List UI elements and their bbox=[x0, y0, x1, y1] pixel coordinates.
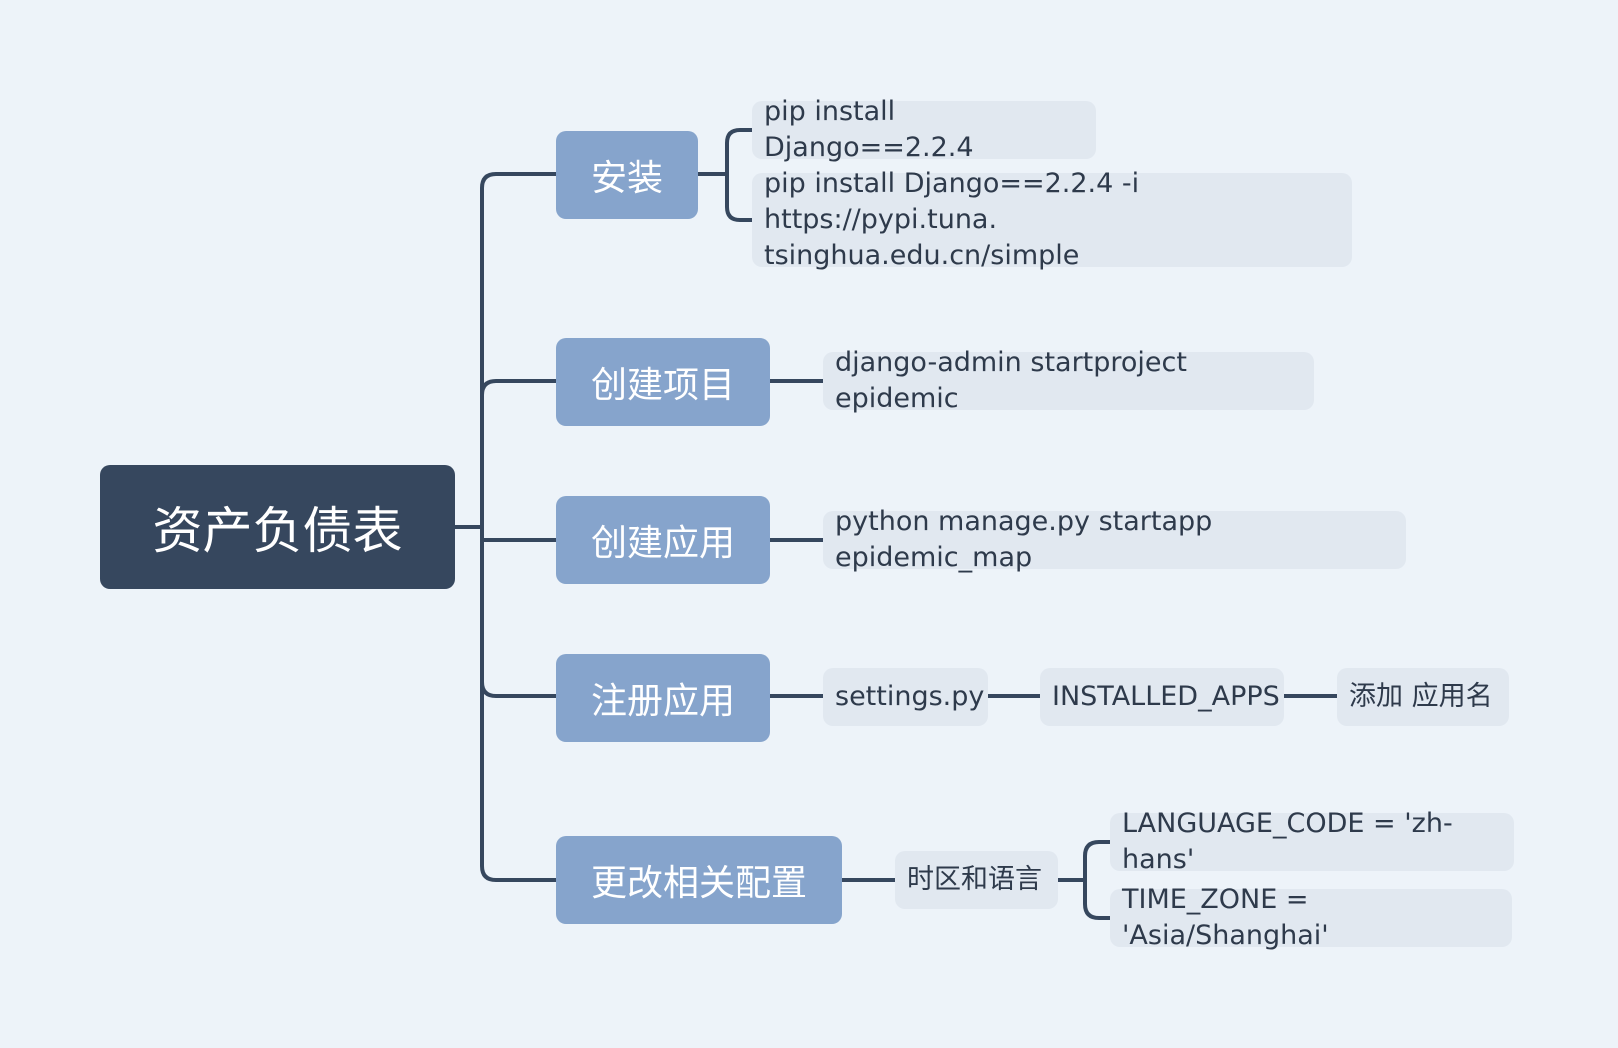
connector-config-settings bbox=[1056, 840, 1112, 920]
connector-branch-create-project bbox=[480, 379, 558, 397]
create-project-command-text: django-admin startproject epidemic bbox=[835, 347, 1187, 414]
config-timezone-language[interactable]: 时区和语言 bbox=[895, 851, 1058, 909]
install-pip-mirror[interactable]: pip install Django==2.2.4 -i https://pyp… bbox=[752, 168, 1352, 271]
install-pip-mirror-line2: tsinghua.edu.cn/simple bbox=[764, 240, 1080, 271]
branch-create-app-label: 创建应用 bbox=[590, 523, 735, 564]
register-step-add-app-text: 添加 应用名 bbox=[1349, 681, 1493, 712]
branch-install[interactable]: 安装 bbox=[556, 131, 698, 219]
config-timezone-language-text: 时区和语言 bbox=[907, 864, 1042, 895]
config-language-code[interactable]: LANGUAGE_CODE = 'zh-hans' bbox=[1110, 808, 1514, 875]
root-node[interactable]: 资产负债表 bbox=[100, 465, 455, 589]
branch-create-project[interactable]: 创建项目 bbox=[556, 338, 770, 426]
branch-create-app[interactable]: 创建应用 bbox=[556, 496, 770, 584]
config-time-zone[interactable]: TIME_ZONE = 'Asia/Shanghai' bbox=[1110, 884, 1512, 951]
branch-config-label: 更改相关配置 bbox=[590, 863, 807, 904]
config-time-zone-text: TIME_ZONE = 'Asia/Shanghai' bbox=[1122, 884, 1329, 951]
install-pip-default[interactable]: pip install Django==2.2.4 bbox=[752, 96, 1096, 163]
root-label: 资产负债表 bbox=[152, 502, 403, 560]
register-step-add-app[interactable]: 添加 应用名 bbox=[1337, 668, 1509, 726]
connector-branch-install bbox=[480, 172, 558, 529]
connector-branch-config bbox=[480, 525, 558, 882]
register-step-settings-text: settings.py bbox=[835, 681, 985, 712]
create-app-command-text: python manage.py startapp epidemic_map bbox=[835, 506, 1213, 573]
register-step-installed-apps[interactable]: INSTALLED_APPS bbox=[1040, 668, 1284, 726]
register-step-settings[interactable]: settings.py bbox=[823, 668, 988, 726]
config-language-code-text: LANGUAGE_CODE = 'zh-hans' bbox=[1122, 808, 1453, 875]
branch-install-label: 安装 bbox=[590, 158, 663, 199]
connector-branch-register-app bbox=[480, 680, 558, 698]
create-project-command[interactable]: django-admin startproject epidemic bbox=[823, 347, 1314, 414]
branch-register-app-label: 注册应用 bbox=[590, 681, 735, 722]
install-pip-mirror-line1: pip install Django==2.2.4 -i https://pyp… bbox=[764, 168, 1140, 235]
register-step-installed-apps-text: INSTALLED_APPS bbox=[1052, 681, 1280, 712]
branch-register-app[interactable]: 注册应用 bbox=[556, 654, 770, 742]
create-app-command[interactable]: python manage.py startapp epidemic_map bbox=[823, 506, 1406, 573]
branch-config[interactable]: 更改相关配置 bbox=[556, 836, 842, 924]
connector-install-children bbox=[696, 128, 754, 222]
branch-create-project-label: 创建项目 bbox=[590, 365, 735, 406]
install-pip-default-text: pip install Django==2.2.4 bbox=[764, 96, 974, 163]
